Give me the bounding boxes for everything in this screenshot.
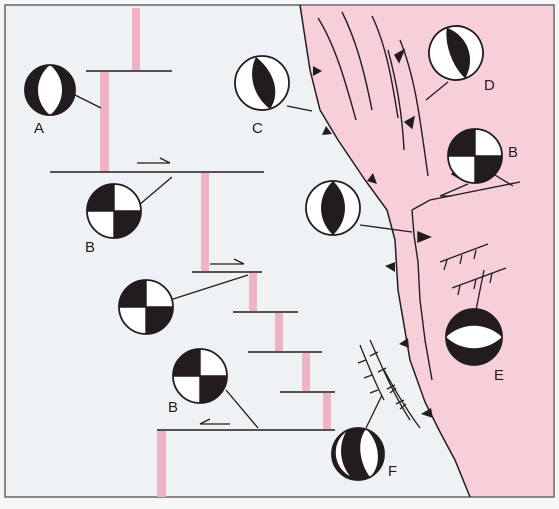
leader-line — [169, 274, 249, 301]
fault-ticks — [357, 359, 379, 394]
beachball-b-right-icon — [447, 128, 503, 184]
thrust-teeth — [313, 66, 433, 418]
label-e: E — [494, 367, 504, 384]
leader-line — [365, 394, 383, 429]
thrust-tooth-icon — [385, 262, 395, 272]
thrust-tooth-icon — [399, 338, 409, 348]
label-b-right: B — [508, 144, 518, 161]
thrust-tooth-icon — [322, 126, 332, 135]
half-arrow-left-icon — [199, 418, 230, 425]
fault-trace — [341, 11, 373, 111]
fault-trace — [317, 17, 357, 121]
fault-trace — [399, 39, 429, 177]
feature-labels: A B B B C D E F — [34, 77, 518, 480]
fault-trace — [371, 15, 399, 119]
ridge-segment — [275, 313, 283, 351]
ridge-segment — [323, 393, 331, 429]
frame-border — [4, 4, 555, 498]
ridge-segment — [201, 173, 209, 271]
beachball-c-icon — [234, 55, 290, 111]
ridge-segments — [100, 8, 331, 497]
fault-ticks — [443, 249, 477, 271]
ridge-segment — [132, 8, 140, 70]
beachball-lens-icon — [305, 180, 361, 236]
label-c: C — [252, 120, 263, 137]
beachball-b-mid-icon — [172, 348, 228, 404]
half-arrow-right-icon — [210, 258, 245, 265]
normal-fault — [451, 267, 507, 289]
ridge-segment — [157, 431, 166, 497]
beachball-b-left-icon — [86, 183, 142, 239]
ridge-segment — [100, 72, 109, 172]
ridge-segment — [249, 273, 257, 311]
label-d: D — [484, 77, 495, 94]
ridge-segment — [302, 353, 310, 391]
leader-line — [286, 105, 313, 112]
half-arrow-right-icon — [137, 157, 171, 164]
label-b-mid: B — [168, 399, 178, 416]
beachball-f-icon — [331, 427, 385, 481]
normal-faults — [357, 243, 507, 429]
fault-tooth-icon — [394, 48, 406, 64]
beachball-d-icon — [428, 25, 484, 81]
fault-ticks — [369, 351, 405, 405]
fault-ticks — [457, 272, 493, 296]
leader-line — [138, 176, 173, 206]
normal-fault — [439, 243, 489, 263]
fault-trace — [411, 181, 521, 211]
beachball-a-icon — [24, 64, 76, 116]
fault-ticks — [389, 387, 407, 410]
label-f: F — [388, 463, 397, 480]
thrust-tooth-icon — [313, 66, 322, 76]
transform-faults — [50, 70, 335, 431]
leader-lines — [74, 81, 514, 429]
continental-plate — [300, 5, 554, 497]
leader-line — [475, 269, 485, 311]
label-b-left: B — [85, 239, 95, 256]
beachball-e-icon — [445, 308, 503, 366]
fault-trace — [411, 209, 433, 381]
leader-line — [359, 224, 413, 233]
beachball-strike-slip-icon — [118, 279, 174, 335]
thrust-tooth-icon — [367, 173, 377, 184]
leader-line — [425, 81, 449, 101]
fault-trace — [387, 49, 405, 151]
label-a: A — [34, 120, 44, 137]
fault-tooth-icon — [417, 230, 432, 244]
subduction-front — [299, 4, 471, 498]
leader-line — [74, 94, 102, 109]
thrust-tooth-icon — [421, 408, 433, 418]
leader-line — [225, 389, 259, 429]
normal-fault — [369, 339, 411, 421]
fault-tooth-icon — [403, 115, 415, 130]
